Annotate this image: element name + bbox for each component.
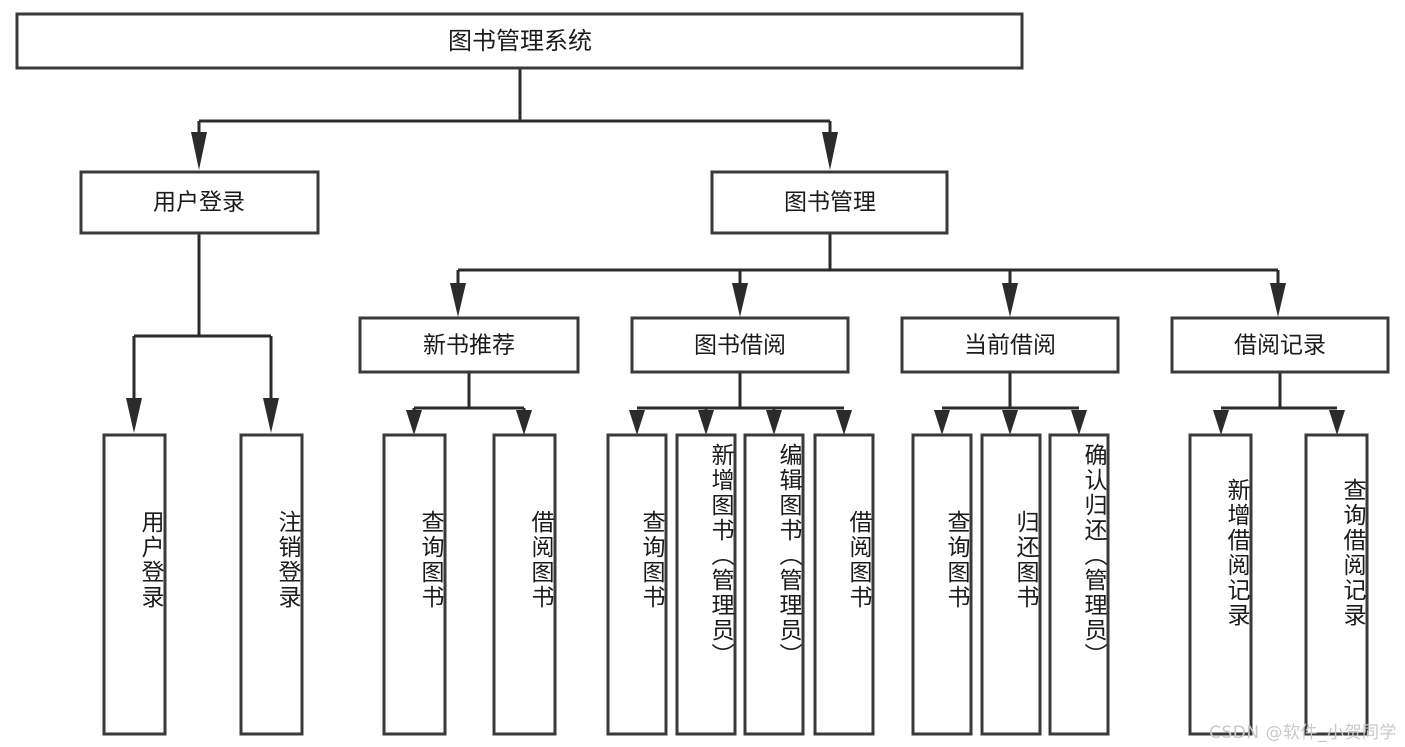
leaf-box-borrow-book-2[interactable] bbox=[813, 433, 875, 736]
leaf-box-user-logout[interactable] bbox=[239, 433, 304, 736]
node-user-login-box[interactable] bbox=[79, 170, 320, 235]
connector-layer bbox=[126, 68, 1345, 435]
arrow-head-leaf-edit-book bbox=[766, 410, 782, 435]
leaf-box-query-book-3[interactable] bbox=[911, 433, 973, 736]
leaf-box-query-record[interactable] bbox=[1304, 433, 1369, 736]
arrow-head-leaf-query-record bbox=[1329, 410, 1345, 435]
leaf-box-add-record[interactable] bbox=[1188, 433, 1253, 736]
node-new-book-recommend[interactable]: 新书推荐 bbox=[358, 316, 580, 374]
node-root-box[interactable] bbox=[15, 12, 1024, 70]
node-root[interactable]: 图书管理系统 bbox=[15, 12, 1024, 70]
node-book-management[interactable]: 图书管理 bbox=[710, 170, 949, 235]
node-book-management-label: 图书管理 bbox=[784, 190, 876, 216]
arrow-head-leaf-user-logout bbox=[263, 398, 279, 433]
arrow-head-leaf-query-book-3 bbox=[934, 410, 950, 435]
leaf-box-query-book-2[interactable] bbox=[606, 433, 668, 736]
leaf-box-add-book[interactable] bbox=[675, 433, 737, 736]
arrow-head-user-login bbox=[191, 132, 207, 170]
arrow-head-book-management bbox=[822, 132, 838, 170]
node-borrow-record[interactable]: 借阅记录 bbox=[1170, 316, 1390, 374]
leaf-box-query-book-1[interactable] bbox=[382, 433, 447, 736]
node-borrow-record-box[interactable] bbox=[1170, 316, 1390, 374]
node-book-borrow-label: 图书借阅 bbox=[694, 333, 786, 359]
arrow-head-leaf-return-book bbox=[1002, 410, 1018, 435]
arrow-head-leaf-confirm-return bbox=[1071, 410, 1087, 435]
node-new-book-recommend-label: 新书推荐 bbox=[423, 333, 515, 359]
arrow-head-leaf-borrow-book-1 bbox=[516, 410, 532, 435]
leaf-boxes bbox=[102, 433, 1369, 736]
arrow-head-leaf-add-record bbox=[1213, 410, 1229, 435]
node-user-login[interactable]: 用户登录 bbox=[79, 170, 320, 235]
arrow-head-leaf-add-book bbox=[698, 410, 714, 435]
arrow-head-leaf-query-book-2 bbox=[629, 410, 645, 435]
leaf-box-borrow-book-1[interactable] bbox=[492, 433, 557, 736]
node-book-borrow[interactable]: 图书借阅 bbox=[630, 316, 850, 374]
node-current-borrow[interactable]: 当前借阅 bbox=[900, 316, 1120, 374]
node-current-borrow-box[interactable] bbox=[900, 316, 1120, 374]
leaf-box-user-login[interactable] bbox=[102, 433, 167, 736]
leaf-box-edit-book[interactable] bbox=[743, 433, 805, 736]
node-borrow-record-label: 借阅记录 bbox=[1234, 333, 1326, 359]
arrow-head-borrow-record bbox=[1270, 283, 1286, 317]
arrow-head-current-borrow bbox=[1002, 283, 1018, 317]
csdn-watermark: CSDN @软件_小贺同学 bbox=[1209, 723, 1397, 743]
leaf-box-confirm-return[interactable] bbox=[1048, 433, 1110, 736]
arrow-head-leaf-borrow-book-2 bbox=[836, 410, 852, 435]
node-book-borrow-box[interactable] bbox=[630, 316, 850, 374]
arrow-head-leaf-query-book-1 bbox=[406, 410, 422, 435]
leaf-box-return-book[interactable] bbox=[980, 433, 1042, 736]
arrow-head-new-book-recommend bbox=[450, 283, 466, 317]
node-root-label: 图书管理系统 bbox=[448, 27, 592, 55]
node-book-management-box[interactable] bbox=[710, 170, 949, 235]
arrow-head-book-borrow bbox=[732, 283, 748, 317]
node-user-login-label: 用户登录 bbox=[153, 190, 245, 216]
node-current-borrow-label: 当前借阅 bbox=[964, 333, 1056, 359]
arrow-head-leaf-user-login bbox=[126, 398, 142, 433]
node-new-book-recommend-box[interactable] bbox=[358, 316, 580, 374]
